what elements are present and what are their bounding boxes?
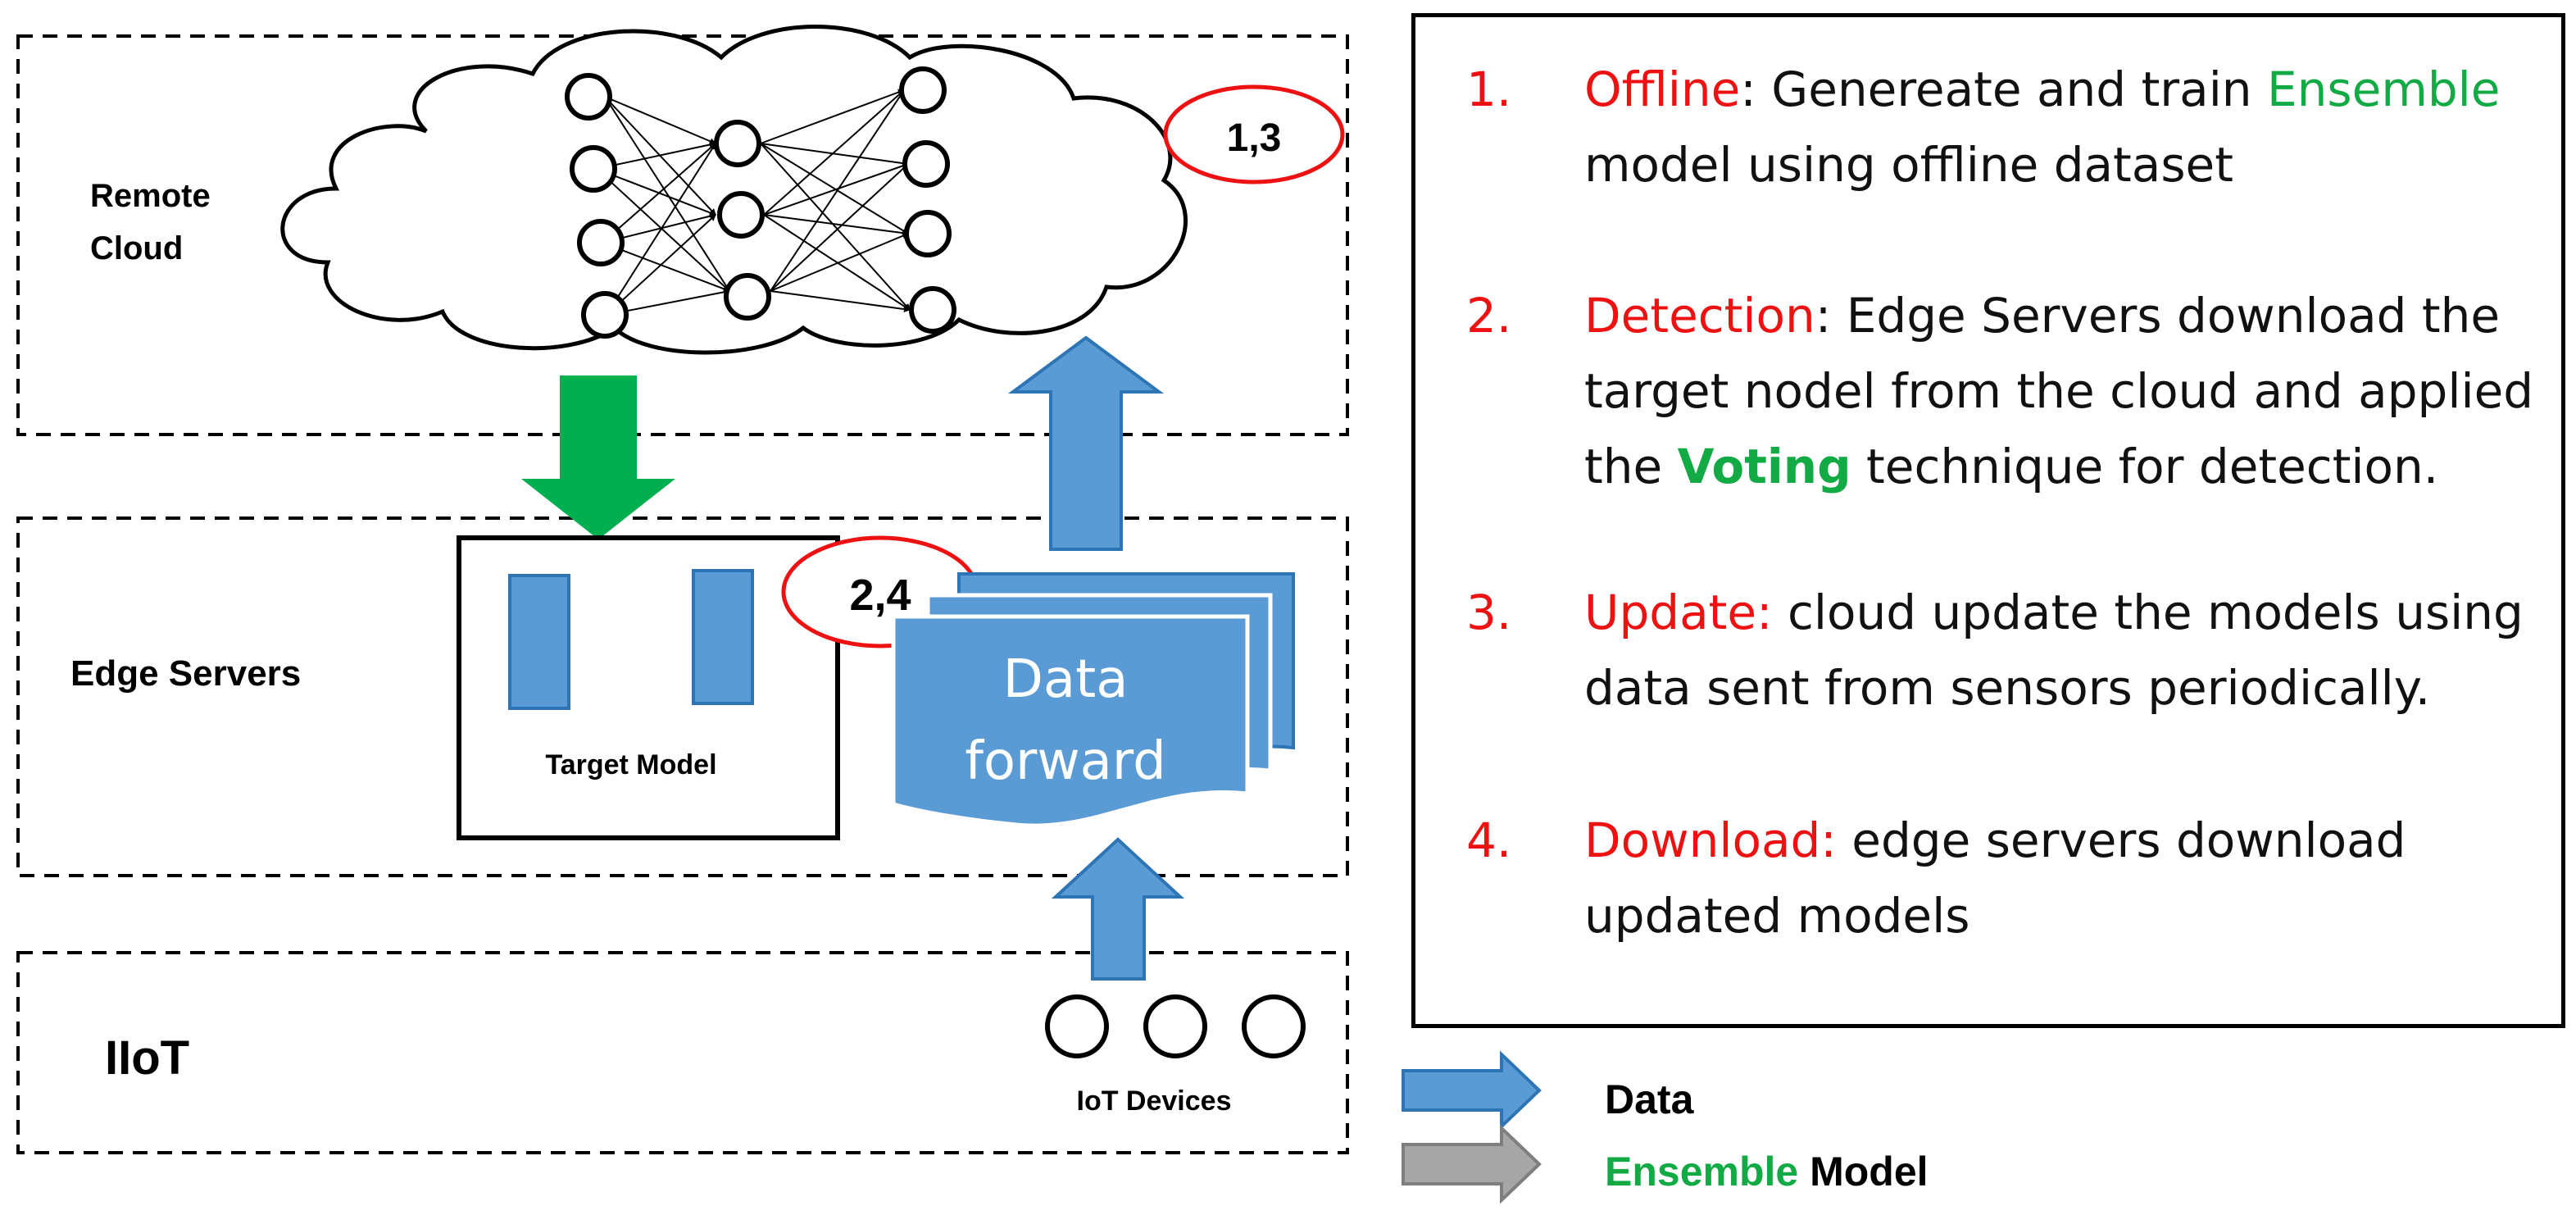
- step-separator: :: [1740, 61, 1756, 117]
- neural-network-icon: [565, 66, 956, 339]
- iiot-layer-label: IIoT: [105, 1031, 189, 1085]
- step-body-tail: model using offline dataset: [1584, 137, 2233, 193]
- data-forward-label-line2: forward: [965, 731, 1165, 792]
- step-body-tail: technique for detection.: [1851, 439, 2439, 494]
- step-text: Detection: Edge Servers download the tar…: [1584, 278, 2560, 504]
- data-key-label: Data: [1605, 1076, 1694, 1122]
- circle-device-icon: [1143, 994, 1207, 1058]
- step-title: Offline: [1584, 61, 1741, 117]
- model-key-label-rest: Model: [1798, 1149, 1929, 1195]
- data-forward-label-line1: Data: [1003, 649, 1129, 710]
- model-download-arrow: [521, 375, 675, 539]
- step-highlight: Voting: [1677, 439, 1851, 494]
- target-model-bar-left: [508, 574, 570, 710]
- step-number: 1.: [1466, 61, 1512, 117]
- cloud-icon: [280, 25, 1188, 355]
- step-number: 3.: [1466, 585, 1512, 640]
- iot-devices-label: IoT Devices: [1077, 1085, 1232, 1117]
- edge-steps-badge-label: 2,4: [849, 571, 911, 620]
- cloud-layer-label-line1: Remote: [90, 178, 211, 214]
- step-separator: :: [1815, 288, 1832, 344]
- cloud-layer-label-line2: Cloud: [90, 230, 183, 266]
- circle-device-icon: [1045, 994, 1109, 1058]
- data-key-arrow-icon: [1402, 1050, 1542, 1131]
- cloud-steps-badge: [1163, 84, 1345, 184]
- step-body: Genereate and train: [1756, 61, 2268, 117]
- model-key-label-highlight: Ensemble: [1605, 1149, 1799, 1195]
- iot-devices-group: [1045, 994, 1306, 1058]
- step-number: 4.: [1466, 812, 1512, 868]
- target-model-bar-right: [692, 569, 754, 705]
- target-model-label: Target Model: [545, 749, 716, 780]
- data-forward-document-stack: [891, 572, 1295, 828]
- sensor-data-arrow: [1051, 837, 1185, 981]
- step-number: 2.: [1466, 288, 1512, 344]
- step-text: Offline: Genereate and train Ensemble mo…: [1584, 52, 2560, 202]
- step-text: Download: edge servers download updated …: [1584, 803, 2560, 953]
- step-body: cloud update the models using data sent …: [1584, 585, 2524, 716]
- model-key-arrow-icon: [1402, 1124, 1542, 1204]
- step-title: Update:: [1584, 585, 1773, 640]
- step-title: Detection: [1584, 288, 1815, 344]
- step-title: Download:: [1584, 812, 1837, 868]
- iiot-layer-region: [16, 951, 1349, 1154]
- cloud-steps-badge-label: 1,3: [1227, 116, 1282, 160]
- model-key-label: Ensemble Model: [1605, 1148, 1929, 1195]
- step-body: edge servers download updated models: [1584, 812, 2406, 944]
- edge-layer-region: [16, 516, 1349, 877]
- step-body: Edge Servers download the target nodel f…: [1584, 288, 2534, 494]
- step-text: Update: cloud update the models using da…: [1584, 575, 2560, 726]
- edge-layer-label: Edge Servers: [70, 653, 301, 694]
- step-highlight: Ensemble: [2267, 61, 2501, 117]
- steps-panel: 1. Offline: Genereate and train Ensemble…: [1411, 13, 2565, 1028]
- data-upload-arrow: [1007, 335, 1165, 551]
- circle-device-icon: [1242, 994, 1306, 1058]
